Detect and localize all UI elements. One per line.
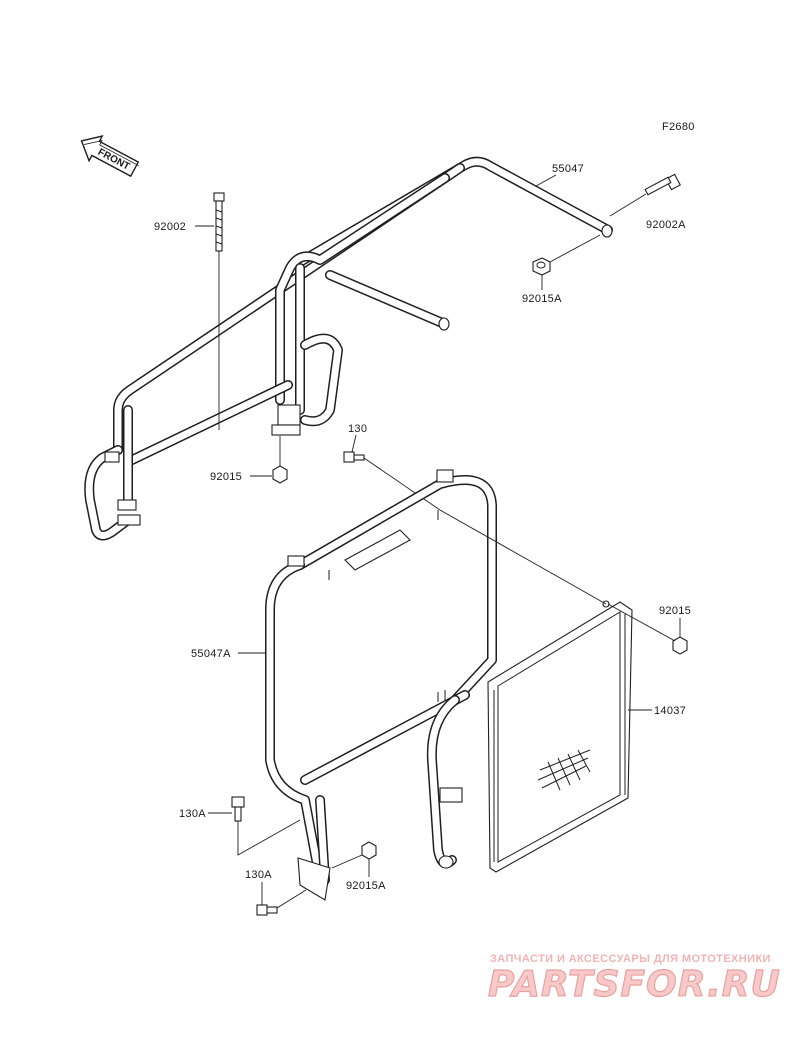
label-92015-right: 92015 xyxy=(659,605,691,617)
label-92002: 92002 xyxy=(154,221,186,233)
nut-92015-left xyxy=(272,436,288,484)
label-92015A-top: 92015A xyxy=(522,293,562,305)
watermark: ЗАПЧАСТИ И АКСЕССУАРЫ ДЛЯ МОТОТЕХНИКИ PA… xyxy=(487,953,781,1006)
label-55047: 55047 xyxy=(552,163,584,175)
bolt-130 xyxy=(343,451,441,511)
bolt-130A-upper xyxy=(231,796,301,856)
rear-frame-55047A xyxy=(265,469,497,901)
front-arrow-icon: FRONT xyxy=(80,135,140,178)
label-14037: 14037 xyxy=(654,705,686,717)
nut-92015A-bottom xyxy=(331,841,377,869)
mesh-pattern-icon xyxy=(537,749,591,791)
upper-roll-bar-55047 xyxy=(84,156,613,541)
watermark-tagline: ЗАПЧАСТИ И АКСЕССУАРЫ ДЛЯ МОТОТЕХНИКИ xyxy=(490,953,771,965)
label-55047A: 55047A xyxy=(191,648,231,660)
label-92015-left: 92015 xyxy=(210,471,242,483)
bolt-92002 xyxy=(213,192,225,430)
label-92002A: 92002A xyxy=(646,219,686,231)
label-130: 130 xyxy=(348,423,367,435)
nut-92015A-top xyxy=(532,234,601,276)
bolt-130A-lower xyxy=(256,889,307,916)
label-130A-lower: 130A xyxy=(245,869,272,881)
figure-code: F2680 xyxy=(662,121,695,133)
bolt-92002A xyxy=(609,173,681,217)
nut-92015-right xyxy=(439,509,688,655)
watermark-logo: PARTSFOR.RU xyxy=(488,964,781,1005)
label-130A-upper: 130A xyxy=(179,808,206,820)
label-92015A-bottom: 92015A xyxy=(346,880,386,892)
screen-14037 xyxy=(487,600,633,873)
